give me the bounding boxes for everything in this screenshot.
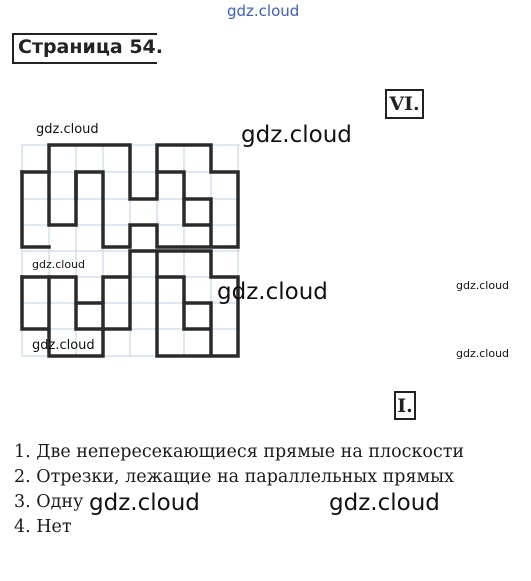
page-title-frame [12, 33, 157, 64]
watermark: gdz.cloud [217, 279, 328, 305]
answers-list: 1. Две непересекающиеся прямые на плоско… [14, 440, 529, 540]
answer-1: 1. Две непересекающиеся прямые на плоско… [14, 442, 465, 462]
watermark: gdz.cloud [456, 347, 510, 360]
task-label-i: I. [394, 391, 416, 420]
top-watermark: gdz.cloud [227, 2, 300, 20]
watermark: gdz.cloud [329, 490, 440, 516]
watermark: gdz.cloud [241, 122, 352, 148]
watermark: gdz.cloud [36, 122, 99, 137]
watermark: gdz.cloud [32, 258, 86, 271]
answer-2: 2. Отрезки, лежащие на параллельных прям… [14, 467, 454, 487]
answer-3: 3. Одну [14, 492, 84, 512]
watermark: gdz.cloud [456, 279, 510, 292]
watermark: gdz.cloud [89, 490, 200, 516]
task-label-vi: VI. [385, 89, 424, 119]
answer-4: 4. Нет [14, 517, 72, 537]
page-title: Страница 54. [18, 36, 163, 58]
maze-outline [20, 143, 240, 358]
watermark: gdz.cloud [32, 338, 95, 353]
